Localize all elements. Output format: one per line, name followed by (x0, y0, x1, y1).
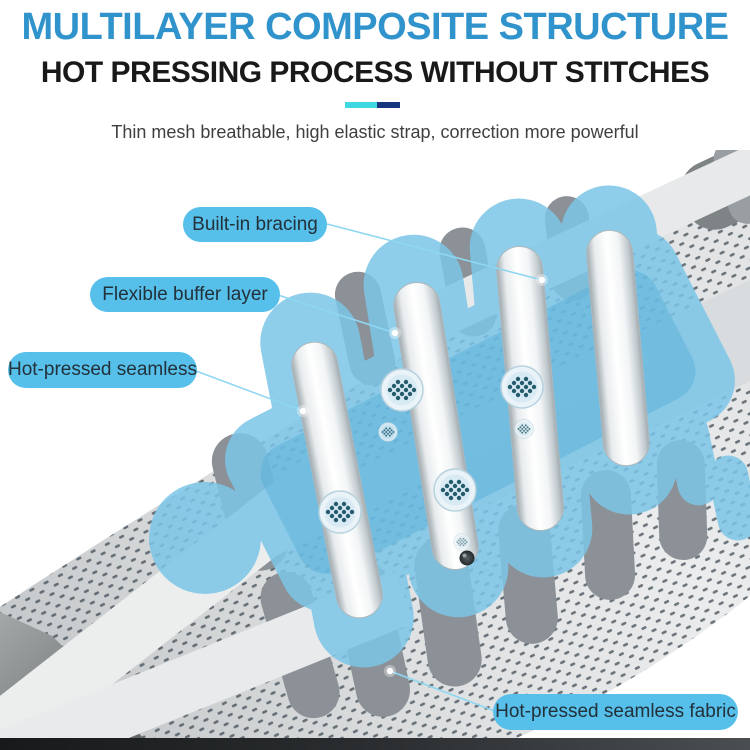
callout-flexible-buffer-layer: Flexible buffer layer (90, 277, 280, 312)
callout-label: Flexible buffer layer (102, 283, 268, 305)
page-subtitle: HOT PRESSING PROCESS WITHOUT STITCHES (40, 56, 710, 89)
divider (345, 102, 400, 108)
product-illustration (0, 150, 750, 750)
callout-leader-dots (297, 274, 548, 677)
leader-line-seamless (195, 370, 304, 412)
leader-line-fabric (389, 670, 498, 713)
page-title: MULTILAYER COMPOSITE STRUCTURE (21, 6, 729, 48)
buffer-layer-inner-shade (260, 270, 696, 574)
leader-line-bracing (326, 223, 543, 281)
callout-hot-pressed-seamless-fabric: Hot-pressed seamless fabric (493, 694, 738, 730)
divider-navy-segment (377, 102, 400, 108)
tagline: Thin mesh breathable, high elastic strap… (111, 122, 639, 142)
divider-cyan-segment (345, 102, 377, 108)
bottom-photo-edge (0, 738, 750, 750)
callout-built-in-bracing: Built-in bracing (183, 207, 327, 242)
leader-line-buffer (277, 294, 396, 334)
callout-leader-lines (195, 223, 543, 713)
callout-label: Hot-pressed seamless (7, 359, 198, 380)
screw-rivet (459, 550, 475, 566)
callout-hot-pressed-seamless: Hot-pressed seamless (8, 352, 197, 388)
callout-label: Built-in bracing (192, 213, 318, 235)
callout-label: Hot-pressed seamless fabric (495, 701, 736, 722)
